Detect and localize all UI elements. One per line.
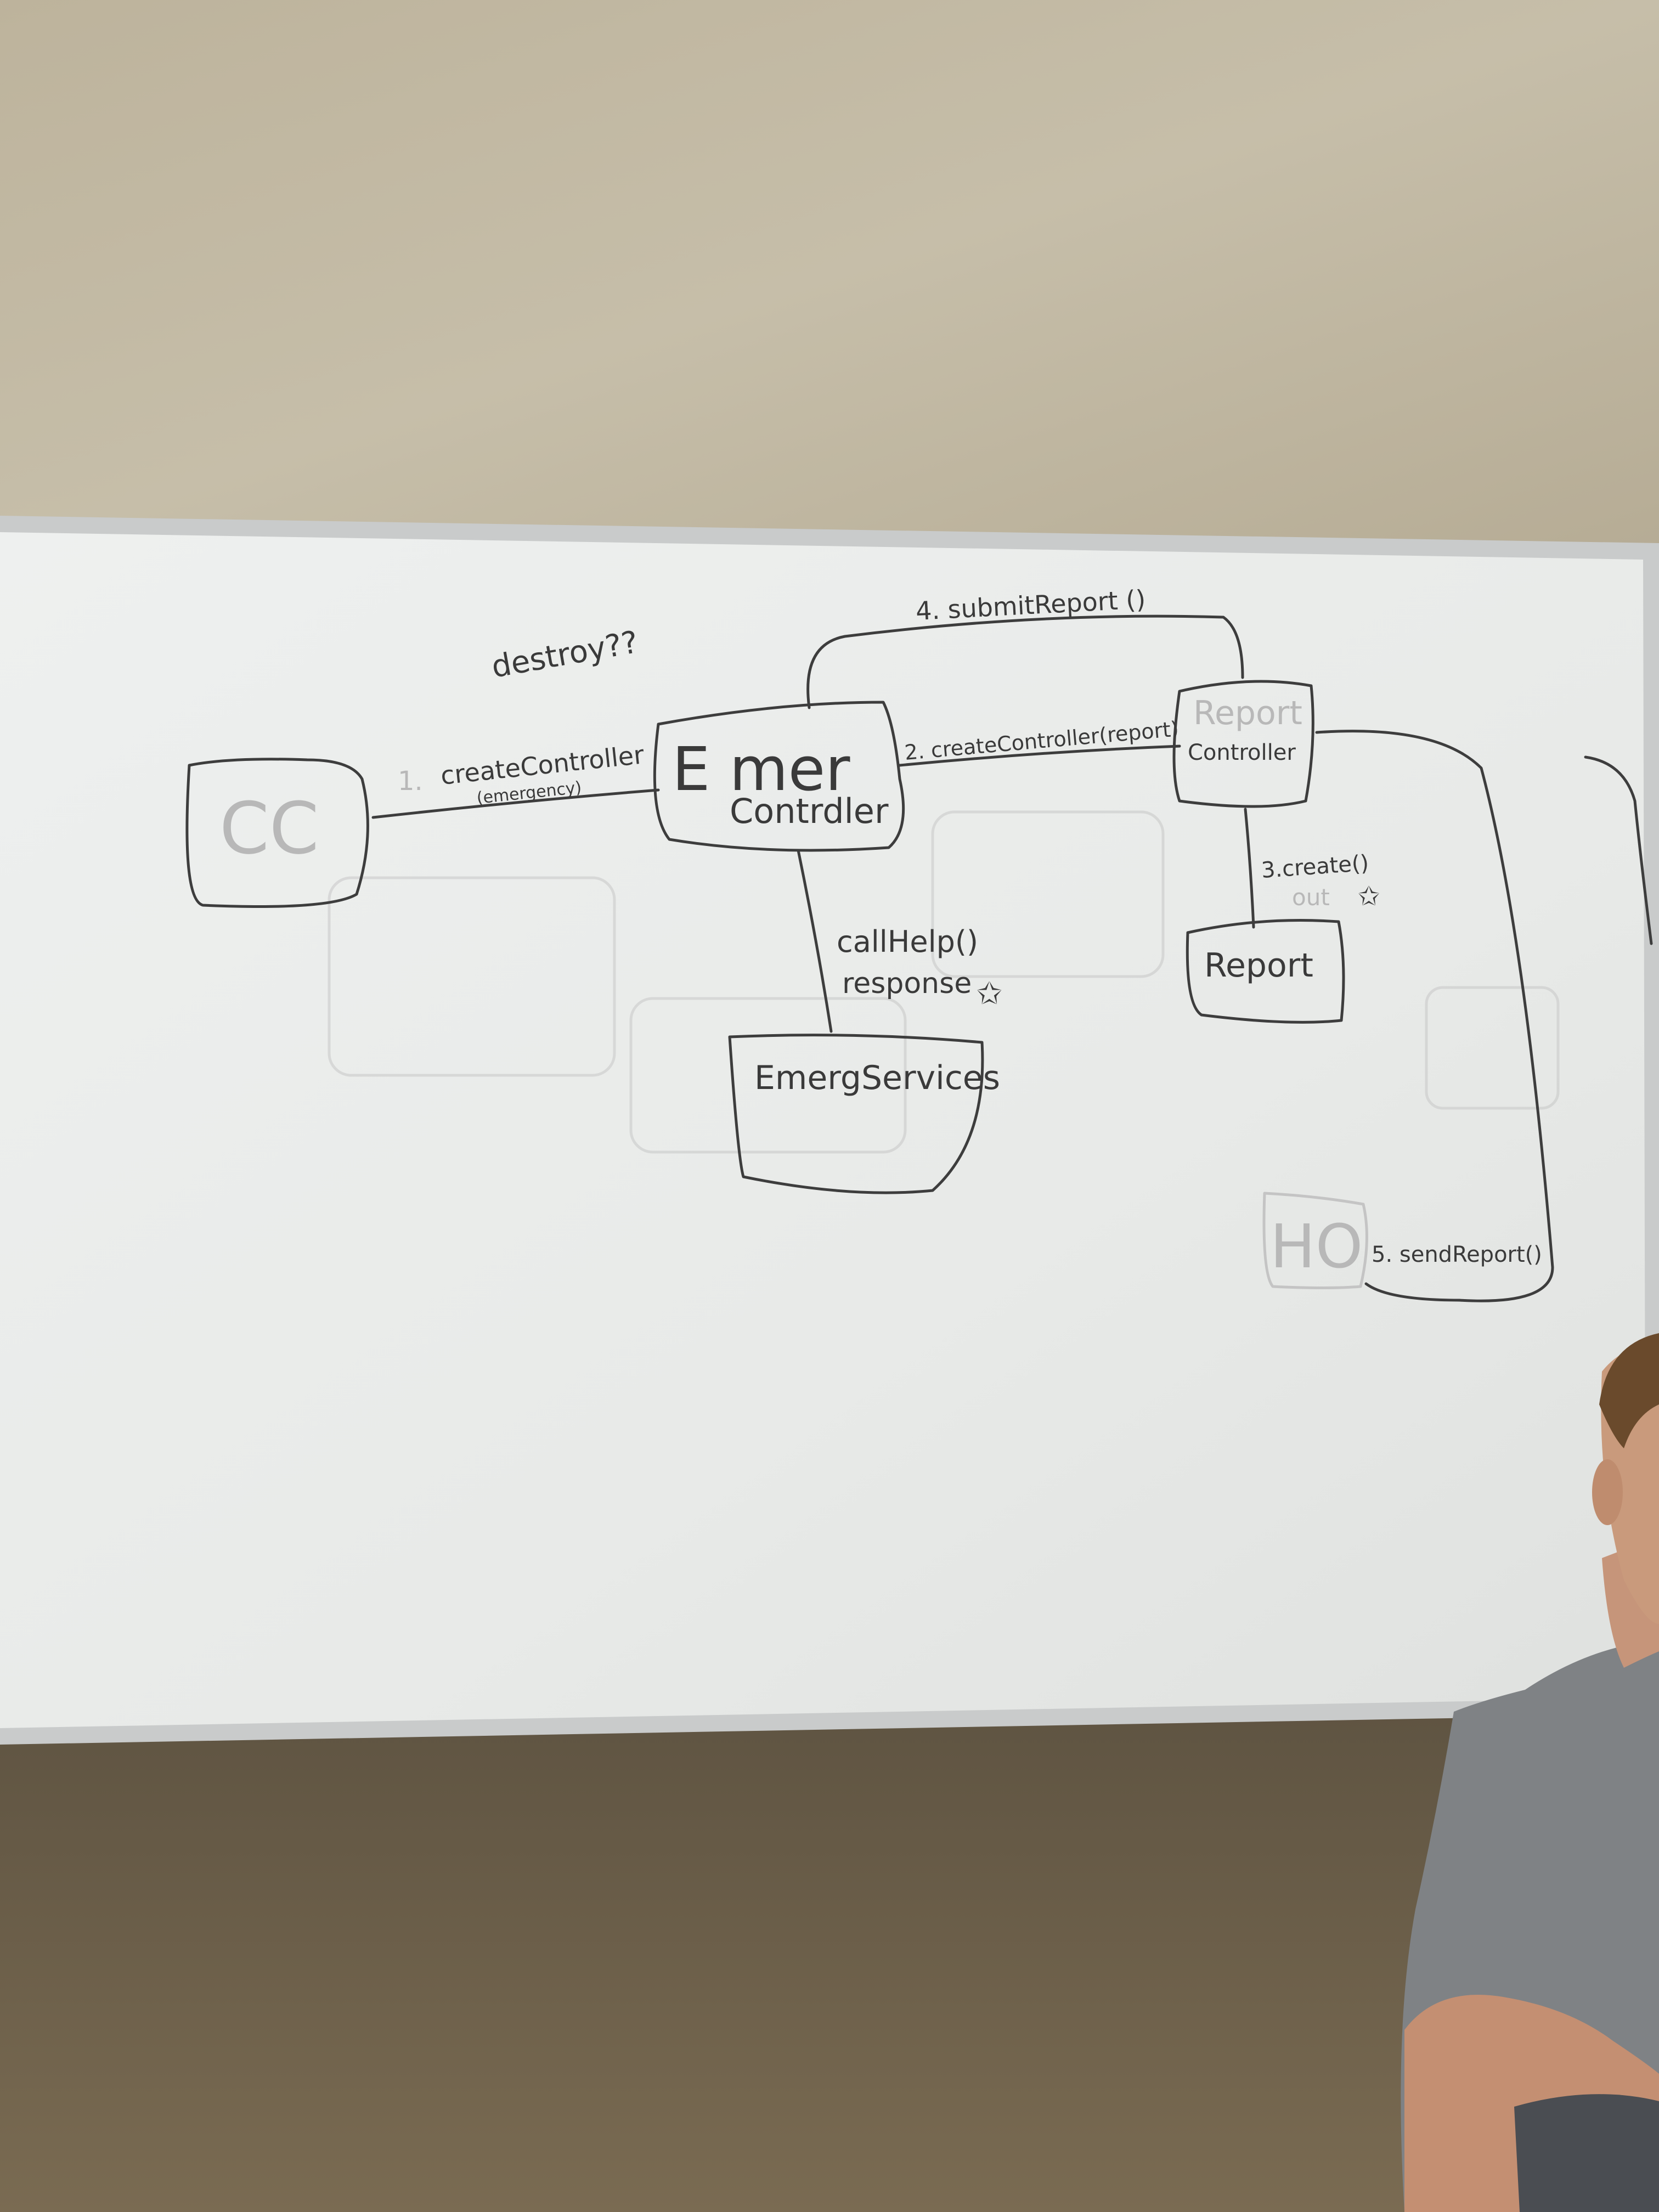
- person: [1401, 1333, 1659, 2212]
- edge-emer-services: [797, 849, 833, 1033]
- edge-reportctl-report: [1244, 808, 1255, 929]
- report-label: Report: [1204, 946, 1313, 985]
- wall-upper: [0, 0, 1659, 549]
- edge-cc-emer: [371, 788, 660, 819]
- cc-box: [185, 758, 369, 908]
- emer-controller-label-line2: Contrdler: [730, 791, 889, 831]
- wall-lower: [0, 1712, 1659, 2212]
- create-out-label: out: [1292, 884, 1330, 911]
- star-mark-create: ✩: [1358, 881, 1380, 912]
- report-controller-box: [1172, 680, 1314, 808]
- edge-emer-reportctl: [898, 744, 1181, 767]
- emer-controller-label-line1: E mer: [672, 734, 850, 804]
- whiteboard-surface: [0, 532, 1646, 1728]
- edge-send-report: [1315, 730, 1554, 1302]
- ho-label: HO: [1270, 1211, 1363, 1282]
- ho-box: [1262, 1192, 1368, 1289]
- laptop: [1514, 2094, 1659, 2212]
- emer-controller-box: [653, 701, 905, 852]
- person-hair: [1599, 1333, 1659, 1448]
- emerg-services-label: EmergServices: [754, 1059, 1000, 1097]
- report-box: [1186, 919, 1345, 1024]
- erased-marks: [328, 810, 1560, 1154]
- cc-label: CC: [219, 787, 319, 870]
- report-controller-label-line2: Controller: [1188, 740, 1296, 765]
- call-help-label: callHelp(): [837, 924, 978, 959]
- star-mark-response: ✩: [977, 976, 1002, 1012]
- report-controller-label-line1: Report: [1193, 694, 1302, 732]
- send-report-label: 5. sendReport(): [1372, 1242, 1542, 1267]
- edge-tail-right: [1584, 755, 1653, 945]
- edge-submit-report: [806, 614, 1244, 709]
- step1-label: 1.: [398, 766, 423, 797]
- response-label: response: [842, 967, 972, 1000]
- person-ear: [1592, 1459, 1623, 1525]
- emerg-services-box: [728, 1034, 984, 1194]
